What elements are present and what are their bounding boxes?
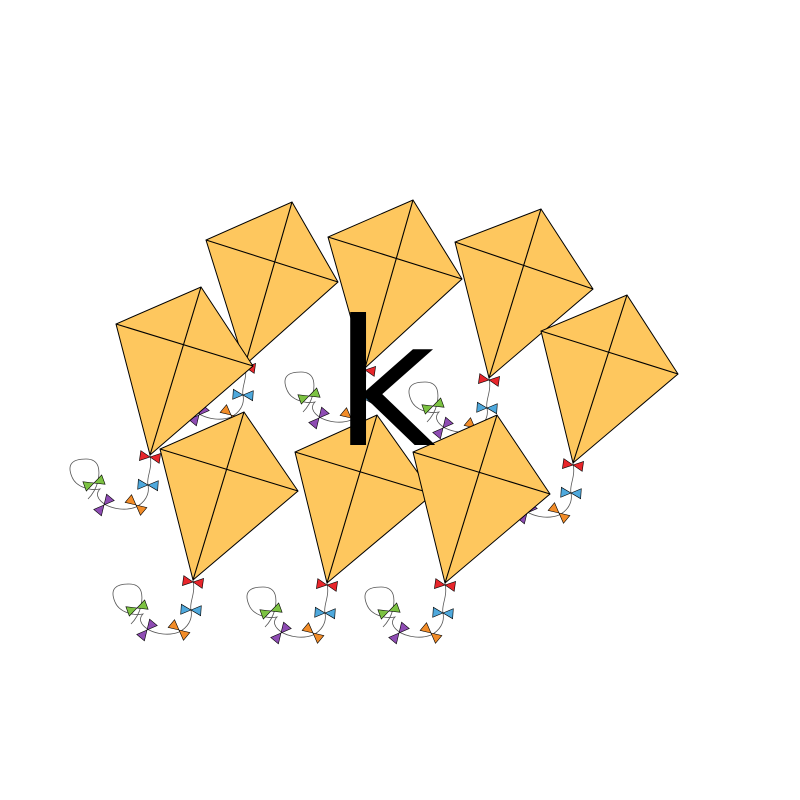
kite-6-body <box>159 411 299 581</box>
kite-4-orange-bow <box>124 494 148 516</box>
kite-5-body <box>540 294 679 464</box>
kite-6-blue-bow <box>180 603 202 617</box>
kite-1-blue-bow <box>232 388 254 402</box>
kite-2-orange-bow <box>339 407 363 429</box>
kite-2-red-bow <box>354 363 376 377</box>
kite-5-orange-bow <box>547 502 571 524</box>
kite-2 <box>284 199 463 430</box>
kite-4-tail <box>69 454 152 510</box>
kite-4-cross-spar <box>115 323 254 367</box>
kite-8-purple-bow <box>388 621 410 645</box>
kite-4-blue-bow <box>137 478 159 492</box>
kite-6-red-bow <box>182 575 204 589</box>
kite-7-orange-bow <box>301 622 325 644</box>
kite-8-orange-bow <box>419 622 443 644</box>
kite-5-blue-bow <box>560 486 582 500</box>
kite-6-orange-bow <box>167 619 191 641</box>
kite-5-vertical-spar <box>572 294 628 464</box>
kite-4-vertical-spar <box>149 286 202 456</box>
kite-5-red-bow <box>562 458 584 472</box>
kite-3-blue-bow <box>476 401 498 415</box>
kite-1-vertical-spar <box>244 201 293 366</box>
kite-5-cross-spar <box>540 330 679 375</box>
kite-8-cross-spar <box>412 451 551 495</box>
kite-6-tail <box>112 579 195 635</box>
kite-8-blue-bow <box>432 606 454 620</box>
kite-6-green-bow <box>125 599 149 617</box>
kite-3-green-bow <box>421 397 445 415</box>
kite-6 <box>112 411 299 642</box>
kite-2-blue-bow <box>352 391 374 405</box>
kite-6-purple-bow <box>136 618 158 642</box>
kite-8-red-bow <box>434 578 456 592</box>
kite-8-green-bow <box>377 602 401 620</box>
kite-7-red-bow <box>316 578 338 592</box>
kite-6-cross-spar <box>159 448 299 492</box>
kite-8 <box>364 414 551 645</box>
kite-3-red-bow <box>478 373 500 387</box>
kite-7-tail <box>246 582 329 638</box>
kite-6-vertical-spar <box>192 411 245 581</box>
kite-8-vertical-spar <box>444 414 498 584</box>
kite-1-cross-spar <box>205 239 339 283</box>
kite-2-purple-bow <box>308 406 330 430</box>
kite-7-cross-spar <box>294 451 434 495</box>
kite-2-vertical-spar <box>364 199 414 369</box>
kite-4 <box>69 286 254 517</box>
kite-3-purple-bow <box>432 416 454 440</box>
kites-layer <box>69 199 679 645</box>
kite-7-blue-bow <box>314 606 336 620</box>
kite-2-tail <box>284 367 367 423</box>
kite-3-cross-spar <box>454 241 594 290</box>
kite-4-green-bow <box>82 474 106 492</box>
kite-7 <box>246 414 434 645</box>
kite-8-tail <box>364 582 447 638</box>
kite-7-purple-bow <box>270 621 292 645</box>
kite-2-cross-spar <box>327 236 463 280</box>
kite-4-purple-bow <box>93 493 115 517</box>
kite-7-vertical-spar <box>326 414 378 584</box>
kite-4-red-bow <box>139 450 161 464</box>
kite-3-vertical-spar <box>488 208 542 379</box>
kite-2-green-bow <box>297 387 321 405</box>
kite-7-green-bow <box>259 602 283 620</box>
letter-k: k <box>334 284 435 487</box>
kite-3-tail <box>408 377 491 433</box>
